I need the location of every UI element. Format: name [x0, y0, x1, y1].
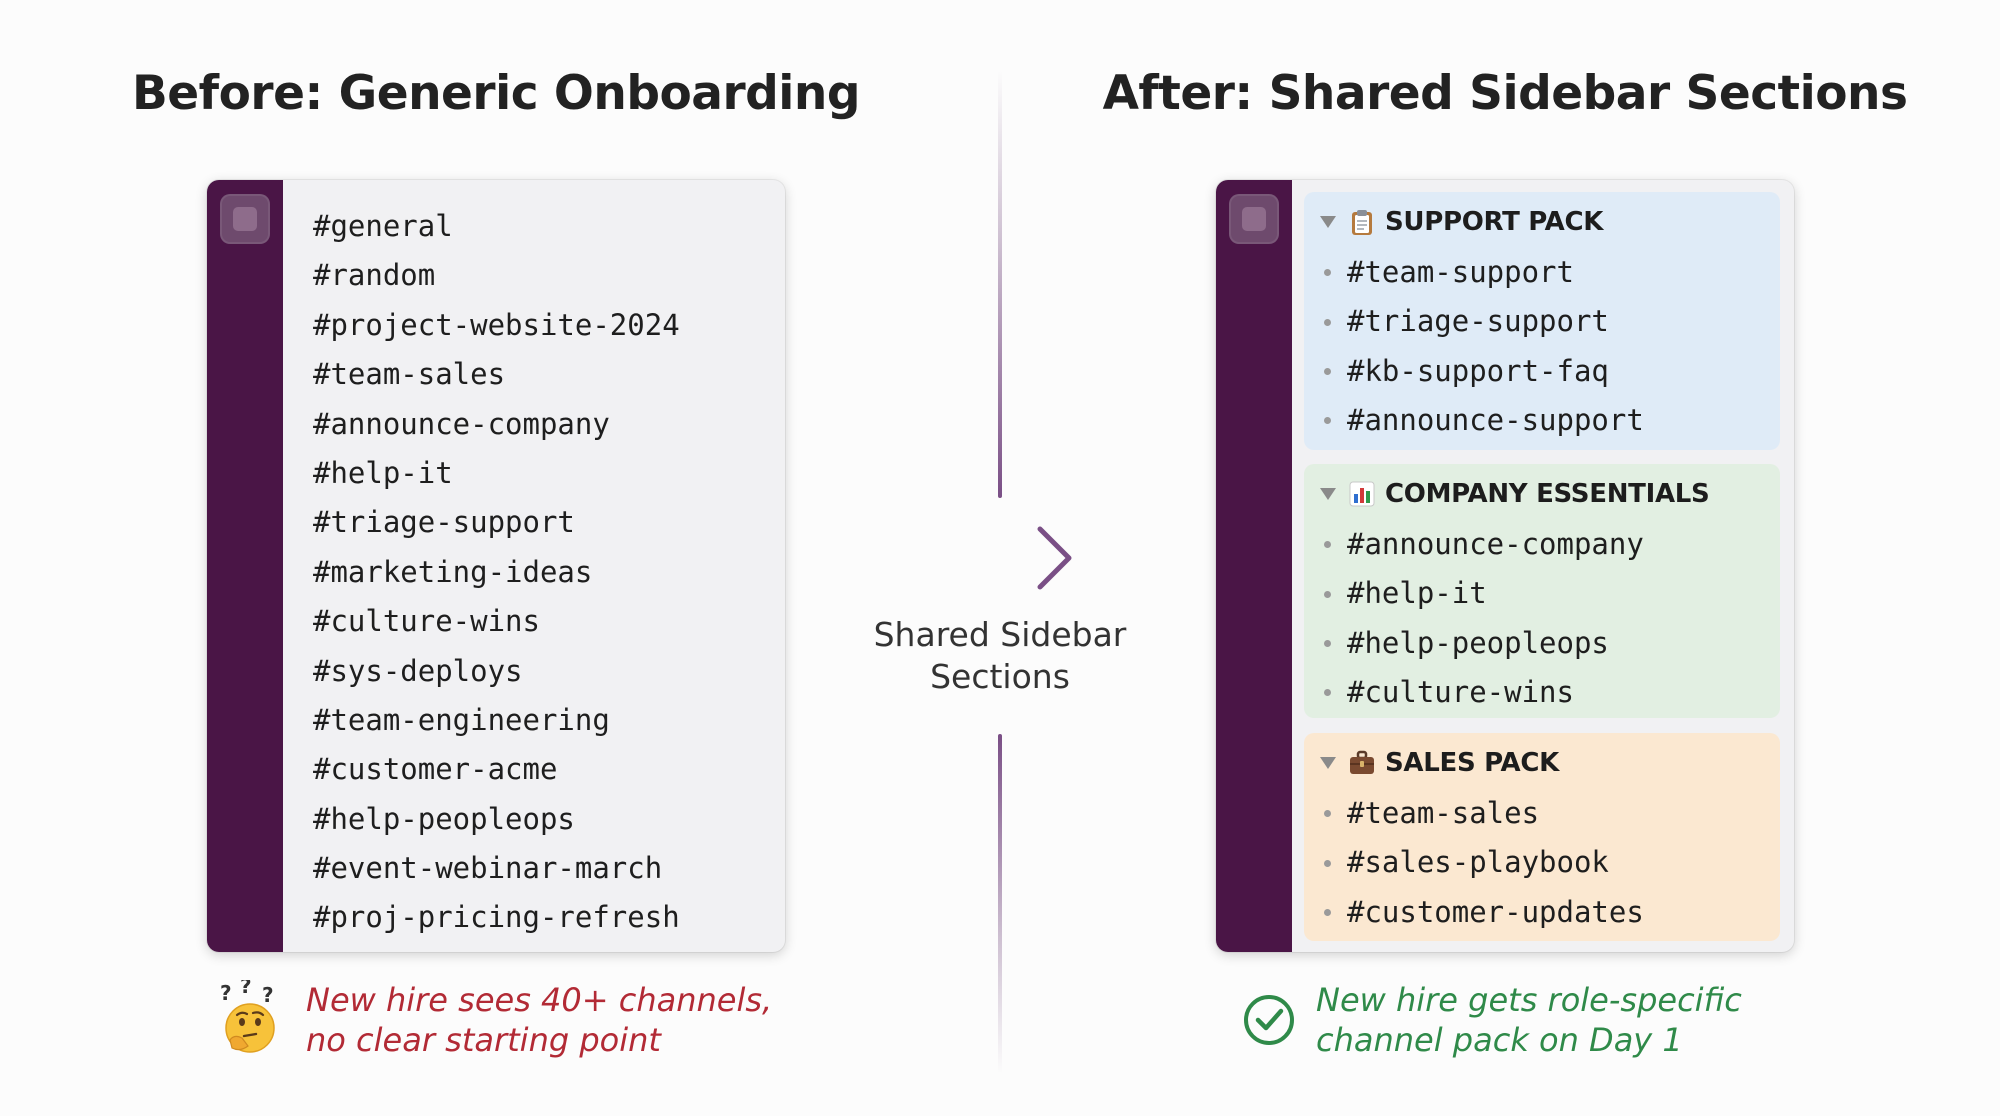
before-caption: ? ? ? New hire sees 40+ channels, no cle…: [218, 980, 772, 1060]
bullet-icon: [1324, 908, 1331, 916]
channel-item[interactable]: #sys-deploys: [313, 653, 523, 688]
bullet-icon: [1324, 639, 1331, 647]
channel-item[interactable]: #team-engineering: [313, 702, 610, 737]
channel-item[interactable]: #random: [313, 258, 436, 293]
after-caption-text: New hire gets role-specific channel pack…: [1316, 980, 1742, 1060]
center-label-line1: Shared Sidebar: [873, 615, 1127, 654]
channel-item[interactable]: #help-it: [313, 455, 453, 490]
channel-label: #team-support: [1347, 255, 1574, 289]
channel-item[interactable]: #help-peopleops: [1324, 619, 1644, 668]
before-sidebar-window: #general #random #project-website-2024 #…: [207, 180, 785, 952]
caption-line: no clear starting point: [306, 1021, 661, 1059]
section-channel-list: #team-support #triage-support #kb-suppor…: [1324, 248, 1644, 446]
channel-item[interactable]: #announce-company: [1324, 520, 1644, 569]
channel-label: #team-sales: [1347, 796, 1540, 830]
before-channel-list: #general #random #project-website-2024 #…: [313, 202, 680, 943]
bullet-icon: [1324, 367, 1331, 375]
right-arrow-icon: [930, 526, 1072, 590]
channel-item[interactable]: #marketing-ideas: [313, 554, 593, 589]
section-title: COMPANY ESSENTIALS: [1385, 479, 1710, 509]
channel-item[interactable]: #announce-support: [1324, 396, 1644, 445]
channel-label: #sales-playbook: [1347, 845, 1609, 880]
channel-item[interactable]: #culture-wins: [1324, 668, 1644, 717]
channel-item[interactable]: #proj-pricing-refresh: [313, 900, 680, 935]
bullet-icon: [1324, 541, 1331, 549]
caption-line: channel pack on Day 1: [1316, 1021, 1683, 1059]
channel-item[interactable]: #help-it: [1324, 569, 1644, 618]
bullet-icon: [1324, 859, 1331, 867]
channel-item[interactable]: #help-peopleops: [313, 801, 575, 836]
bullet-icon: [1324, 689, 1331, 697]
bullet-icon: [1324, 590, 1331, 598]
section-company-essentials: COMPANY ESSENTIALS #announce-company #he…: [1304, 464, 1780, 718]
divider-top: [998, 70, 1002, 498]
caption-line: New hire sees 40+ channels,: [306, 981, 773, 1019]
channel-item[interactable]: #culture-wins: [313, 604, 540, 639]
channel-label: #announce-company: [1347, 527, 1644, 561]
after-caption: New hire gets role-specific channel pack…: [1242, 980, 1742, 1060]
section-header[interactable]: SUPPORT PACK: [1320, 204, 1603, 240]
svg-text:?: ?: [240, 980, 252, 998]
collapse-triangle-icon[interactable]: [1320, 757, 1336, 769]
caption-line: New hire gets role-specific: [1316, 981, 1742, 1019]
center-label: Shared Sidebar Sections: [860, 614, 1140, 698]
channel-item[interactable]: #customer-acme: [313, 752, 558, 787]
channel-label: #culture-wins: [1347, 675, 1574, 710]
channel-item[interactable]: #event-webinar-march: [313, 851, 663, 886]
channel-label: #help-it: [1347, 576, 1487, 611]
channel-item[interactable]: #customer-updates: [1324, 888, 1644, 937]
channel-item[interactable]: #triage-support: [313, 505, 575, 540]
section-sales-pack: SALES PACK #team-sales #sales-playbook #…: [1304, 733, 1780, 941]
bullet-icon: [1324, 417, 1331, 425]
channel-label: #announce-support: [1347, 403, 1644, 438]
section-channel-list: #announce-company #help-it #help-peopleo…: [1324, 520, 1644, 718]
channel-item[interactable]: #kb-support-faq: [1324, 347, 1644, 396]
workspace-rail: [1216, 180, 1292, 952]
before-caption-text: New hire sees 40+ channels, no clear sta…: [306, 980, 772, 1060]
channel-item[interactable]: #announce-company: [313, 406, 610, 441]
bullet-icon: [1324, 318, 1331, 326]
channel-item[interactable]: #triage-support: [1324, 297, 1644, 346]
divider-bottom: [998, 734, 1002, 1074]
bullet-icon: [1324, 269, 1331, 277]
collapse-triangle-icon[interactable]: [1320, 488, 1336, 500]
briefcase-icon: [1350, 750, 1374, 774]
section-header[interactable]: COMPANY ESSENTIALS: [1320, 476, 1710, 512]
section-support-pack: SUPPORT PACK #team-support #triage-suppo…: [1304, 192, 1780, 450]
channel-item[interactable]: #general: [313, 209, 453, 243]
channel-item[interactable]: #team-support: [1324, 248, 1644, 297]
channel-label: #customer-updates: [1347, 894, 1644, 929]
after-sidebar-window: SUPPORT PACK #team-support #triage-suppo…: [1216, 180, 1794, 952]
thinking-face-icon: ? ? ?: [220, 980, 275, 1053]
bullet-icon: [1324, 810, 1331, 818]
bar-chart-icon: [1349, 481, 1375, 507]
section-header[interactable]: SALES PACK: [1320, 745, 1559, 781]
channel-item[interactable]: #sales-playbook: [1324, 838, 1644, 887]
collapse-triangle-icon[interactable]: [1320, 216, 1336, 228]
svg-text:?: ?: [220, 981, 232, 1005]
channel-item[interactable]: #team-sales: [313, 357, 506, 392]
section-title: SALES PACK: [1385, 748, 1559, 778]
channel-item[interactable]: #project-website-2024: [313, 307, 680, 342]
channel-label: #help-peopleops: [1347, 625, 1609, 660]
section-title: SUPPORT PACK: [1385, 207, 1604, 237]
center-label-line2: Sections: [930, 657, 1070, 696]
before-heading: Before: Generic Onboarding: [131, 66, 861, 121]
channel-label: #triage-support: [1347, 304, 1609, 339]
workspace-icon[interactable]: [1229, 194, 1279, 244]
check-circle-icon: [1244, 995, 1294, 1045]
channel-label: #kb-support-faq: [1347, 353, 1609, 388]
workspace-rail: [207, 180, 283, 952]
channel-item[interactable]: #team-sales: [1324, 789, 1644, 838]
after-heading: After: Shared Sidebar Sections: [1102, 66, 1908, 121]
svg-text:?: ?: [262, 983, 274, 1007]
clipboard-icon: [1352, 210, 1372, 235]
workspace-icon[interactable]: [220, 194, 270, 244]
section-channel-list: #team-sales #sales-playbook #customer-up…: [1324, 789, 1644, 937]
